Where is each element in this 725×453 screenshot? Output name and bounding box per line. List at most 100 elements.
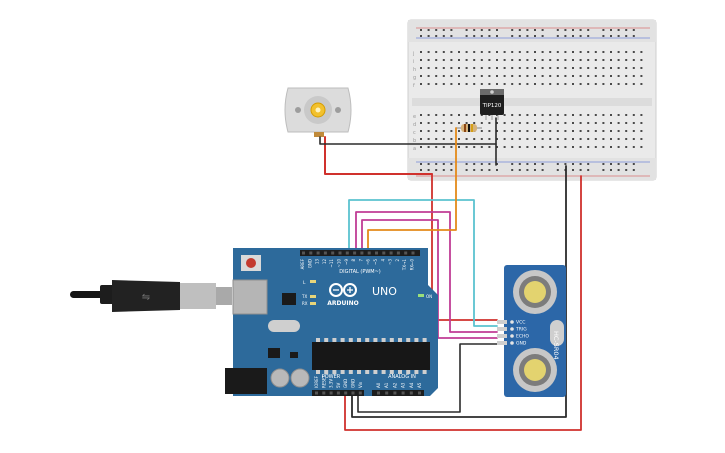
breadboard-hole[interactable] xyxy=(610,130,612,132)
breadboard-hole[interactable] xyxy=(496,138,498,140)
rail-hole[interactable] xyxy=(496,35,498,37)
breadboard-hole[interactable] xyxy=(435,83,438,85)
breadboard-hole[interactable] xyxy=(564,138,567,140)
rail-hole[interactable] xyxy=(526,35,529,37)
breadboard-hole[interactable] xyxy=(617,67,620,69)
breadboard-hole[interactable] xyxy=(594,146,597,148)
breadboard-hole[interactable] xyxy=(526,75,529,77)
breadboard-hole[interactable] xyxy=(465,75,468,77)
breadboard-hole[interactable] xyxy=(488,67,491,69)
breadboard-hole[interactable] xyxy=(496,122,498,124)
breadboard-hole[interactable] xyxy=(420,67,422,69)
breadboard-hole[interactable] xyxy=(473,83,476,85)
header-pin[interactable] xyxy=(360,251,364,255)
breadboard-hole[interactable] xyxy=(526,146,529,148)
breadboard-hole[interactable] xyxy=(640,51,643,53)
rail-hole[interactable] xyxy=(511,169,514,171)
rail-hole[interactable] xyxy=(534,163,536,165)
breadboard-hole[interactable] xyxy=(435,75,438,77)
header-pin[interactable] xyxy=(353,251,357,255)
breadboard-hole[interactable] xyxy=(564,51,567,53)
breadboard-hole[interactable] xyxy=(526,51,529,53)
rail-hole[interactable] xyxy=(420,163,422,165)
breadboard-hole[interactable] xyxy=(617,114,620,116)
breadboard-hole[interactable] xyxy=(617,83,620,85)
breadboard-hole[interactable] xyxy=(465,83,468,85)
breadboard-hole[interactable] xyxy=(564,59,567,61)
rail-hole[interactable] xyxy=(526,29,529,31)
rail-hole[interactable] xyxy=(427,169,430,171)
breadboard-hole[interactable] xyxy=(442,67,445,69)
breadboard-hole[interactable] xyxy=(610,83,612,85)
breadboard-hole[interactable] xyxy=(420,122,422,124)
breadboard-hole[interactable] xyxy=(587,75,590,77)
breadboard-hole[interactable] xyxy=(549,130,552,132)
breadboard-hole[interactable] xyxy=(602,75,605,77)
breadboard-hole[interactable] xyxy=(473,67,476,69)
rail-hole[interactable] xyxy=(579,29,582,31)
breadboard-hole[interactable] xyxy=(549,83,552,85)
breadboard-hole[interactable] xyxy=(587,122,590,124)
breadboard-hole[interactable] xyxy=(617,59,620,61)
header-pin[interactable] xyxy=(302,251,305,255)
breadboard-hole[interactable] xyxy=(534,75,536,77)
rail-hole[interactable] xyxy=(435,163,438,165)
rail-hole[interactable] xyxy=(632,35,635,37)
breadboard-hole[interactable] xyxy=(420,59,422,61)
rail-hole[interactable] xyxy=(579,35,582,37)
breadboard-hole[interactable] xyxy=(480,122,483,124)
sensor-pin[interactable] xyxy=(497,341,507,345)
breadboard-hole[interactable] xyxy=(488,146,491,148)
rail-hole[interactable] xyxy=(496,29,498,31)
header-pin[interactable] xyxy=(345,251,349,255)
rail-hole[interactable] xyxy=(427,35,430,37)
breadboard-hole[interactable] xyxy=(518,122,521,124)
breadboard-hole[interactable] xyxy=(541,83,544,85)
breadboard-hole[interactable] xyxy=(442,130,445,132)
breadboard-hole[interactable] xyxy=(549,138,552,140)
breadboard-hole[interactable] xyxy=(488,75,491,77)
breadboard-hole[interactable] xyxy=(594,114,597,116)
rail-hole[interactable] xyxy=(465,29,468,31)
breadboard-hole[interactable] xyxy=(632,75,635,77)
breadboard-hole[interactable] xyxy=(587,130,590,132)
breadboard-hole[interactable] xyxy=(420,146,422,148)
breadboard-hole[interactable] xyxy=(572,138,574,140)
breadboard-hole[interactable] xyxy=(640,75,643,77)
rail-hole[interactable] xyxy=(488,169,491,171)
breadboard-hole[interactable] xyxy=(556,59,559,61)
breadboard-hole[interactable] xyxy=(602,83,605,85)
rail-hole[interactable] xyxy=(480,163,483,165)
breadboard-hole[interactable] xyxy=(579,75,582,77)
breadboard-hole[interactable] xyxy=(526,122,529,124)
breadboard-hole[interactable] xyxy=(564,122,567,124)
header-pin[interactable] xyxy=(385,391,389,395)
rail-hole[interactable] xyxy=(610,35,612,37)
rail-hole[interactable] xyxy=(526,169,529,171)
breadboard-hole[interactable] xyxy=(602,67,605,69)
breadboard-hole[interactable] xyxy=(450,114,453,116)
rail-hole[interactable] xyxy=(579,163,582,165)
breadboard-hole[interactable] xyxy=(541,51,544,53)
header-pin[interactable] xyxy=(377,391,380,395)
breadboard-hole[interactable] xyxy=(579,51,582,53)
rail-hole[interactable] xyxy=(442,29,445,31)
breadboard-hole[interactable] xyxy=(602,138,605,140)
breadboard-hole[interactable] xyxy=(556,114,559,116)
rail-hole[interactable] xyxy=(427,29,430,31)
rail-hole[interactable] xyxy=(488,29,491,31)
breadboard-hole[interactable] xyxy=(640,67,643,69)
breadboard-hole[interactable] xyxy=(435,59,438,61)
rail-hole[interactable] xyxy=(572,169,574,171)
breadboard-hole[interactable] xyxy=(488,138,491,140)
breadboard-hole[interactable] xyxy=(579,146,582,148)
breadboard-hole[interactable] xyxy=(503,114,506,116)
breadboard-hole[interactable] xyxy=(496,146,498,148)
breadboard-hole[interactable] xyxy=(420,75,422,77)
breadboard-hole[interactable] xyxy=(511,114,514,116)
rail-hole[interactable] xyxy=(541,29,544,31)
header-pin[interactable] xyxy=(418,391,421,395)
breadboard-hole[interactable] xyxy=(556,51,559,53)
breadboard-hole[interactable] xyxy=(488,51,491,53)
